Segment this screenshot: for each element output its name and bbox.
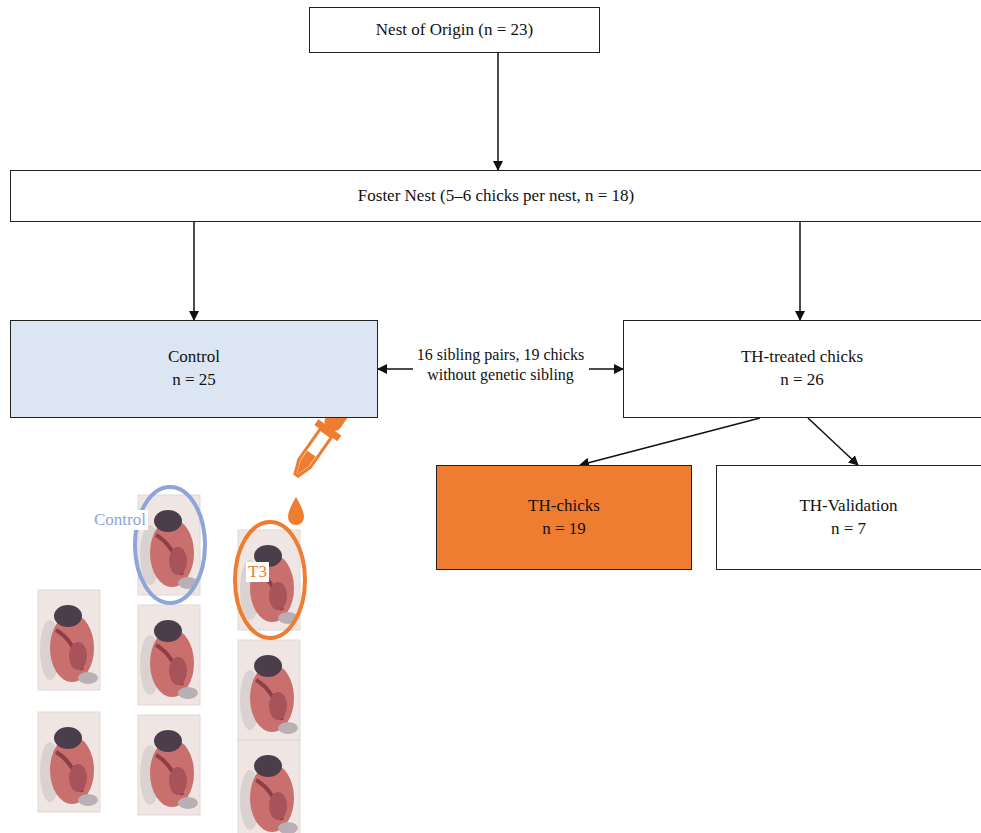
node-title: TH-Validation [799,495,897,518]
node-count: n = 19 [542,518,586,541]
edge-label: 16 sibling pairs, 19 chicks without gene… [413,344,589,386]
connector-arrow [580,418,760,465]
node-title: Control [168,346,220,369]
chick-photo [38,712,100,812]
control-box: Controln = 25 [10,320,378,418]
chick-photo [238,530,300,630]
node-title: Foster Nest (5–6 chicks per nest, n = 18… [358,185,634,208]
foster-nest-band: Foster Nest (5–6 chicks per nest, n = 18… [10,170,981,222]
connector-arrow [193,222,195,320]
source-box: Nest of Origin (n = 23) [309,7,600,53]
chick-photo [38,590,100,690]
node-count: n = 7 [831,518,866,541]
treatment-circle [235,522,305,638]
control-circle [135,487,205,603]
node-title: TH-chicks [528,495,600,518]
treatment-label: T3 [246,562,269,582]
group-label: Control [92,510,148,530]
node-title: Nest of Origin (n = 23) [376,19,533,42]
chick-photo [238,740,300,833]
connector-arrow [497,53,499,170]
chick-photo [238,640,300,740]
chick-photo [138,715,200,815]
drop [288,497,304,525]
th-chicks-box: TH-chicksn = 19 [436,465,692,570]
node-count: n = 25 [172,369,216,392]
connector-arrow [808,418,858,465]
connector-arrow [799,222,801,320]
validation-box: TH-Validationn = 7 [716,465,981,570]
treatment-box: TH-treated chicksn = 26 [623,320,981,418]
node-count: n = 26 [780,369,824,392]
node-title: TH-treated chicks [741,346,863,369]
chick-photo [138,605,200,705]
